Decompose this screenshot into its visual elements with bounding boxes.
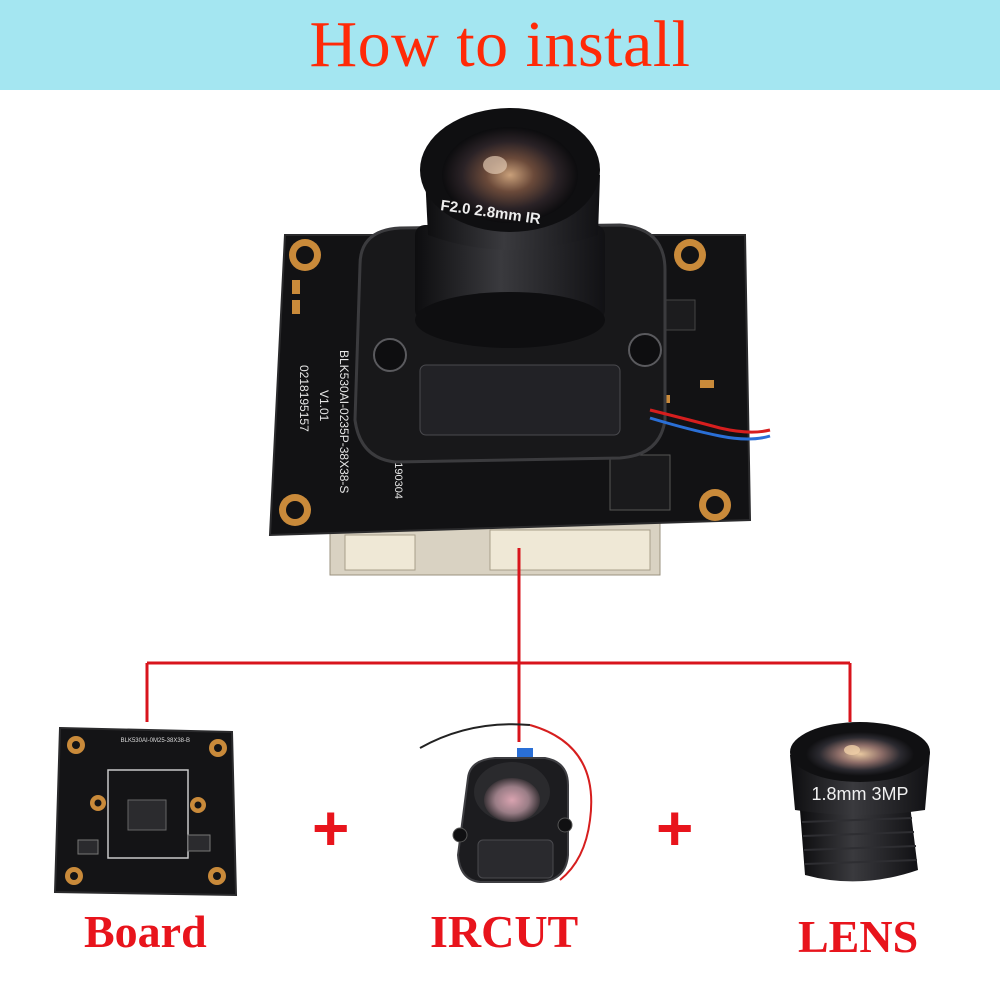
board-label: Board <box>84 906 207 957</box>
board-marking-text: BLK530AI-0M25-38X38-B <box>121 738 190 744</box>
ircut-label: IRCUT <box>430 906 579 957</box>
pcb-version-text: V1.01 <box>317 390 331 422</box>
plus-sign-2: + <box>656 792 694 864</box>
lens-part-marking-text: 1.8mm 3MP <box>811 784 908 804</box>
camera-module-image: BLK530AI-0235P-38X38-S V1.01 0218195157 … <box>268 108 771 576</box>
board-part-image: BLK530AI-0M25-38X38-B <box>53 726 238 897</box>
pcb-serial-text: 0218195157 <box>297 365 311 432</box>
lens-label: LENS <box>798 911 919 962</box>
lens-part-image: 1.8mm 3MP <box>790 722 930 882</box>
plus-sign-1: + <box>312 792 350 864</box>
connector-lines <box>145 548 852 742</box>
ircut-part-image <box>419 723 593 883</box>
page-title: How to install <box>309 8 691 81</box>
pcb-model-text: BLK530AI-0235P-38X38-S <box>337 350 351 493</box>
title-banner: How to install <box>0 0 1000 90</box>
installation-diagram: BLK530AI-0235P-38X38-S V1.01 0218195157 … <box>53 108 930 897</box>
